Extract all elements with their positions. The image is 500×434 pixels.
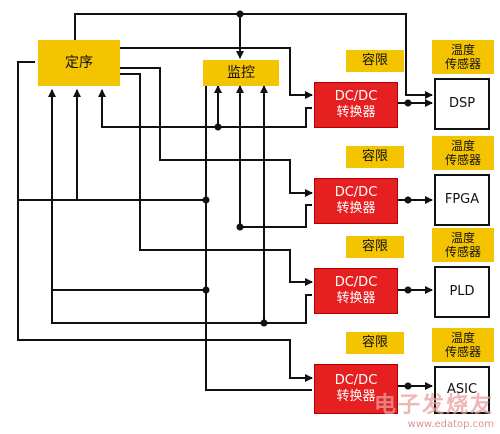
capacitor-label: 容限 (361, 335, 388, 351)
top-bus-wire (74, 13, 433, 99)
seq-enable-1 (120, 47, 313, 99)
capacitor-label: 容限 (361, 149, 388, 165)
sensor-label-line1: 温度 (450, 230, 475, 245)
capacitor-label: 容限 (361, 239, 388, 255)
junction-dot (214, 123, 222, 131)
output-dsp (218, 107, 312, 128)
sensor-label-line1: 温度 (450, 42, 475, 57)
sensor-label-line2: 传感器 (444, 345, 481, 359)
converter-label-line1: DC/DC (334, 275, 378, 291)
device-block-pld: PLD (434, 266, 490, 318)
junction-dot (236, 223, 244, 231)
watermark-url: www.edatop.com (407, 419, 494, 430)
temp-sensor-block: 温度 传感器 (432, 228, 494, 262)
capacitor-label: 容限 (361, 53, 388, 69)
junction-dot (404, 382, 412, 390)
device-label: DSP (448, 96, 476, 112)
monitor-rail-4 (205, 86, 312, 391)
device-block-dsp: DSP (434, 78, 490, 130)
capacitor-block: 容限 (346, 146, 404, 168)
dcdc-converter-block: DC/DC 转换器 (314, 364, 398, 414)
junction-dot (404, 99, 412, 107)
capacitor-block: 容限 (346, 236, 404, 258)
output-pld (264, 294, 312, 324)
device-block-asic: ASIC (434, 366, 490, 414)
junction-dot (202, 196, 210, 204)
seq-enable-3 (120, 73, 313, 286)
capacitor-block: 容限 (346, 50, 404, 72)
dcdc-converter-block: DC/DC 转换器 (314, 82, 398, 128)
seq-input-2 (73, 89, 206, 201)
converter-label-line2: 转换器 (336, 105, 376, 120)
sensor-label-line2: 传感器 (444, 153, 481, 167)
junction-dot (236, 10, 244, 18)
seq-input-4 (51, 90, 264, 324)
converter-label-line1: DC/DC (334, 89, 378, 105)
device-label: ASIC (446, 382, 478, 398)
sensor-label-line1: 温度 (450, 330, 475, 345)
converter-label-line2: 转换器 (336, 201, 376, 216)
junction-dot (202, 286, 210, 294)
converter-label-line2: 转换器 (336, 389, 376, 404)
seq-input-3 (48, 89, 206, 291)
dcdc-converter-block: DC/DC 转换器 (314, 178, 398, 224)
monitor-label: 监控 (227, 64, 255, 81)
junction-dot (404, 286, 412, 294)
seq-enable-4 (17, 61, 313, 382)
converter-label-line1: DC/DC (334, 373, 378, 389)
sequencer-block: 定序 (38, 40, 120, 86)
device-label: FPGA (444, 192, 480, 208)
device-block-fpga: FPGA (434, 174, 490, 226)
junction-dot (404, 196, 412, 204)
converter-label-line1: DC/DC (334, 185, 378, 201)
sensor-label-line2: 传感器 (444, 57, 481, 71)
sensor-label-line2: 传感器 (444, 245, 481, 259)
sensor-label-line1: 温度 (450, 138, 475, 153)
converter-label-line2: 转换器 (336, 291, 376, 306)
monitor-block: 监控 (203, 60, 279, 86)
temp-sensor-block: 温度 传感器 (432, 328, 494, 362)
dcdc-converter-block: DC/DC 转换器 (314, 268, 398, 314)
temp-sensor-block: 温度 传感器 (432, 136, 494, 170)
capacitor-block: 容限 (346, 332, 404, 354)
device-label: PLD (449, 284, 475, 300)
seq-enable-2 (120, 67, 313, 197)
seq-input-1 (98, 89, 218, 128)
temp-sensor-block: 温度 传感器 (432, 40, 494, 74)
junction-dot (260, 319, 268, 327)
watermark: 电子发烧友 www.edatop.com (374, 387, 494, 430)
watermark-brand: 电子发烧友 (373, 393, 494, 418)
output-fpga (240, 204, 312, 228)
sequencer-label: 定序 (65, 54, 93, 71)
